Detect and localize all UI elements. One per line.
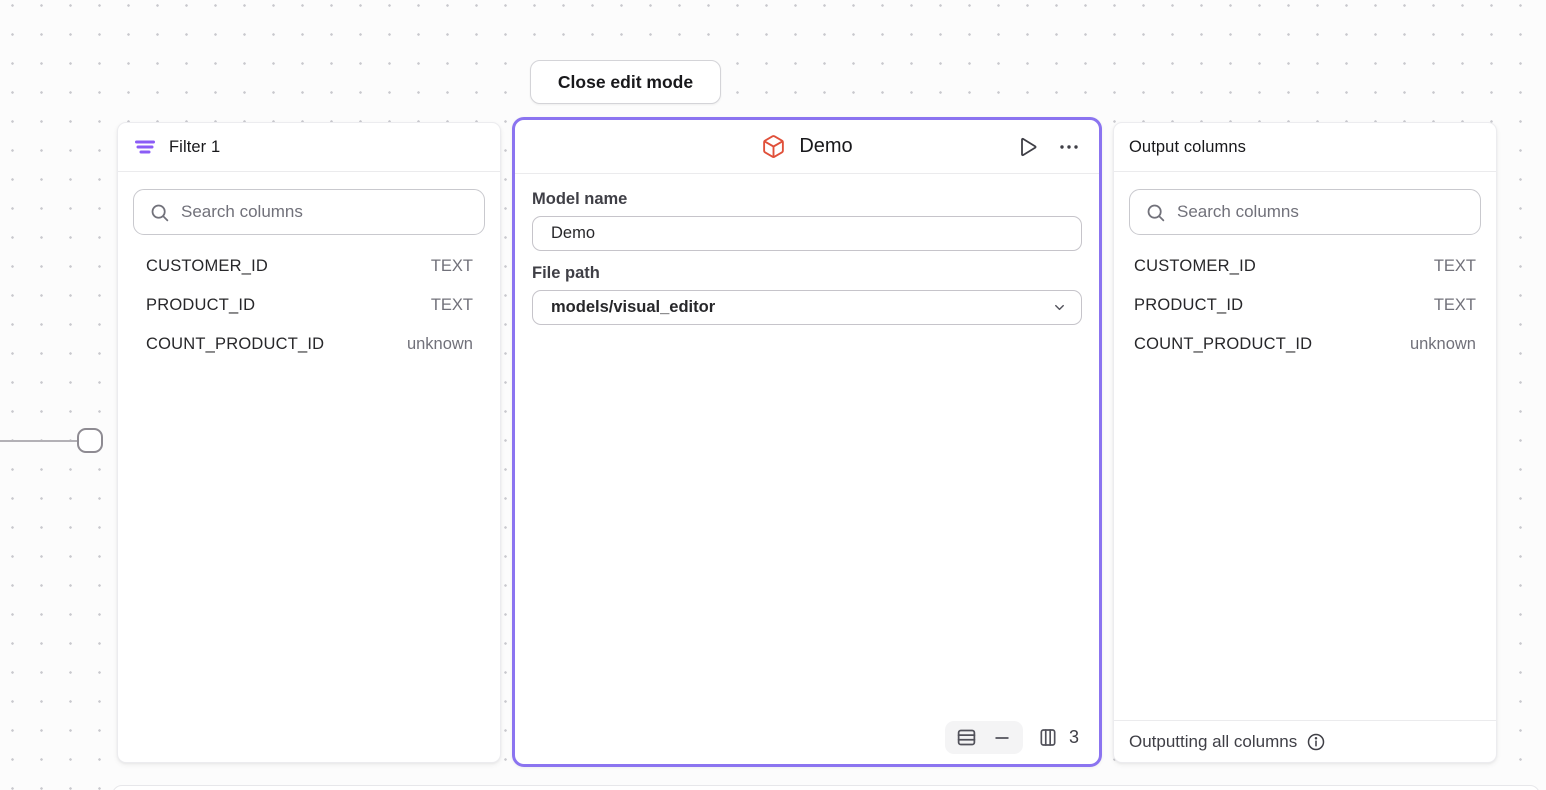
search-icon	[149, 202, 170, 223]
column-type: TEXT	[1433, 257, 1476, 275]
column-row[interactable]: PRODUCT_ID TEXT	[118, 286, 500, 325]
model-panel-header: Demo	[515, 120, 1099, 174]
minus-icon	[992, 728, 1012, 748]
column-name: COUNT_PRODUCT_ID	[146, 335, 325, 353]
model-header-actions	[1016, 120, 1081, 173]
column-row[interactable]: COUNT_PRODUCT_ID unknown	[1114, 325, 1496, 364]
filter-column-list: CUSTOMER_ID TEXT PRODUCT_ID TEXT COUNT_P…	[118, 247, 500, 364]
column-name: COUNT_PRODUCT_ID	[1134, 335, 1313, 353]
columns-icon	[1038, 727, 1058, 748]
row-stats-pill[interactable]	[944, 721, 1023, 754]
column-row[interactable]: PRODUCT_ID TEXT	[1114, 286, 1496, 325]
column-row[interactable]: CUSTOMER_ID TEXT	[118, 247, 500, 286]
connector-edge	[0, 440, 78, 442]
output-columns-panel: Output columns CUSTOMER_ID TEXT PRODUCT_…	[1113, 122, 1497, 763]
column-row[interactable]: CUSTOMER_ID TEXT	[1114, 247, 1496, 286]
info-icon[interactable]	[1306, 732, 1326, 752]
run-model-button[interactable]	[1016, 135, 1040, 159]
column-count-value: 3	[1068, 727, 1079, 747]
file-path-value: models/visual_editor	[551, 298, 716, 316]
column-type: TEXT	[430, 257, 473, 275]
search-icon	[1145, 202, 1166, 223]
model-title-group: Demo	[761, 134, 853, 159]
close-edit-mode-button[interactable]: Close edit mode	[530, 60, 721, 104]
filter-panel-title: Filter 1	[169, 137, 221, 156]
column-name: PRODUCT_ID	[146, 296, 256, 314]
column-type: unknown	[1409, 335, 1476, 353]
chevron-down-icon	[1052, 300, 1067, 315]
filter-node-panel: Filter 1 CUSTOMER_ID TEXT PRODUCT_ID TEX…	[117, 122, 501, 763]
model-node-panel: Demo Model name File path models/visual_…	[512, 117, 1102, 767]
model-panel-title: Demo	[799, 135, 853, 157]
model-footer-stats: 3	[944, 721, 1079, 754]
column-type: TEXT	[1433, 296, 1476, 314]
model-name-label: Model name	[532, 190, 628, 208]
model-name-input[interactable]	[532, 216, 1082, 251]
connector-handle[interactable]	[77, 428, 103, 453]
column-count-group[interactable]: 3	[1038, 727, 1079, 748]
column-type: TEXT	[430, 296, 473, 314]
filter-icon	[134, 137, 156, 157]
column-row[interactable]: COUNT_PRODUCT_ID unknown	[118, 325, 500, 364]
output-panel-title: Output columns	[1129, 137, 1246, 156]
output-search-input[interactable]	[1177, 202, 1465, 222]
column-type: unknown	[406, 335, 473, 353]
filter-search-input[interactable]	[181, 202, 469, 222]
output-footer-text: Outputting all columns	[1129, 731, 1298, 751]
more-options-icon[interactable]	[1057, 135, 1081, 159]
output-footer: Outputting all columns	[1114, 720, 1496, 762]
bottom-panel-edge[interactable]	[112, 785, 1540, 790]
rows-icon	[956, 727, 977, 748]
file-path-select[interactable]: models/visual_editor	[532, 290, 1082, 325]
column-name: PRODUCT_ID	[1134, 296, 1244, 314]
file-path-label: File path	[532, 264, 600, 282]
output-column-list: CUSTOMER_ID TEXT PRODUCT_ID TEXT COUNT_P…	[1114, 247, 1496, 364]
column-name: CUSTOMER_ID	[1134, 257, 1256, 275]
column-name: CUSTOMER_ID	[146, 257, 268, 275]
filter-panel-header: Filter 1	[118, 123, 500, 172]
output-panel-header: Output columns	[1114, 123, 1496, 172]
output-search-box[interactable]	[1129, 189, 1481, 235]
model-box-icon	[761, 134, 786, 159]
filter-search-box[interactable]	[133, 189, 485, 235]
model-panel-body: Model name File path models/visual_edito…	[515, 174, 1099, 341]
